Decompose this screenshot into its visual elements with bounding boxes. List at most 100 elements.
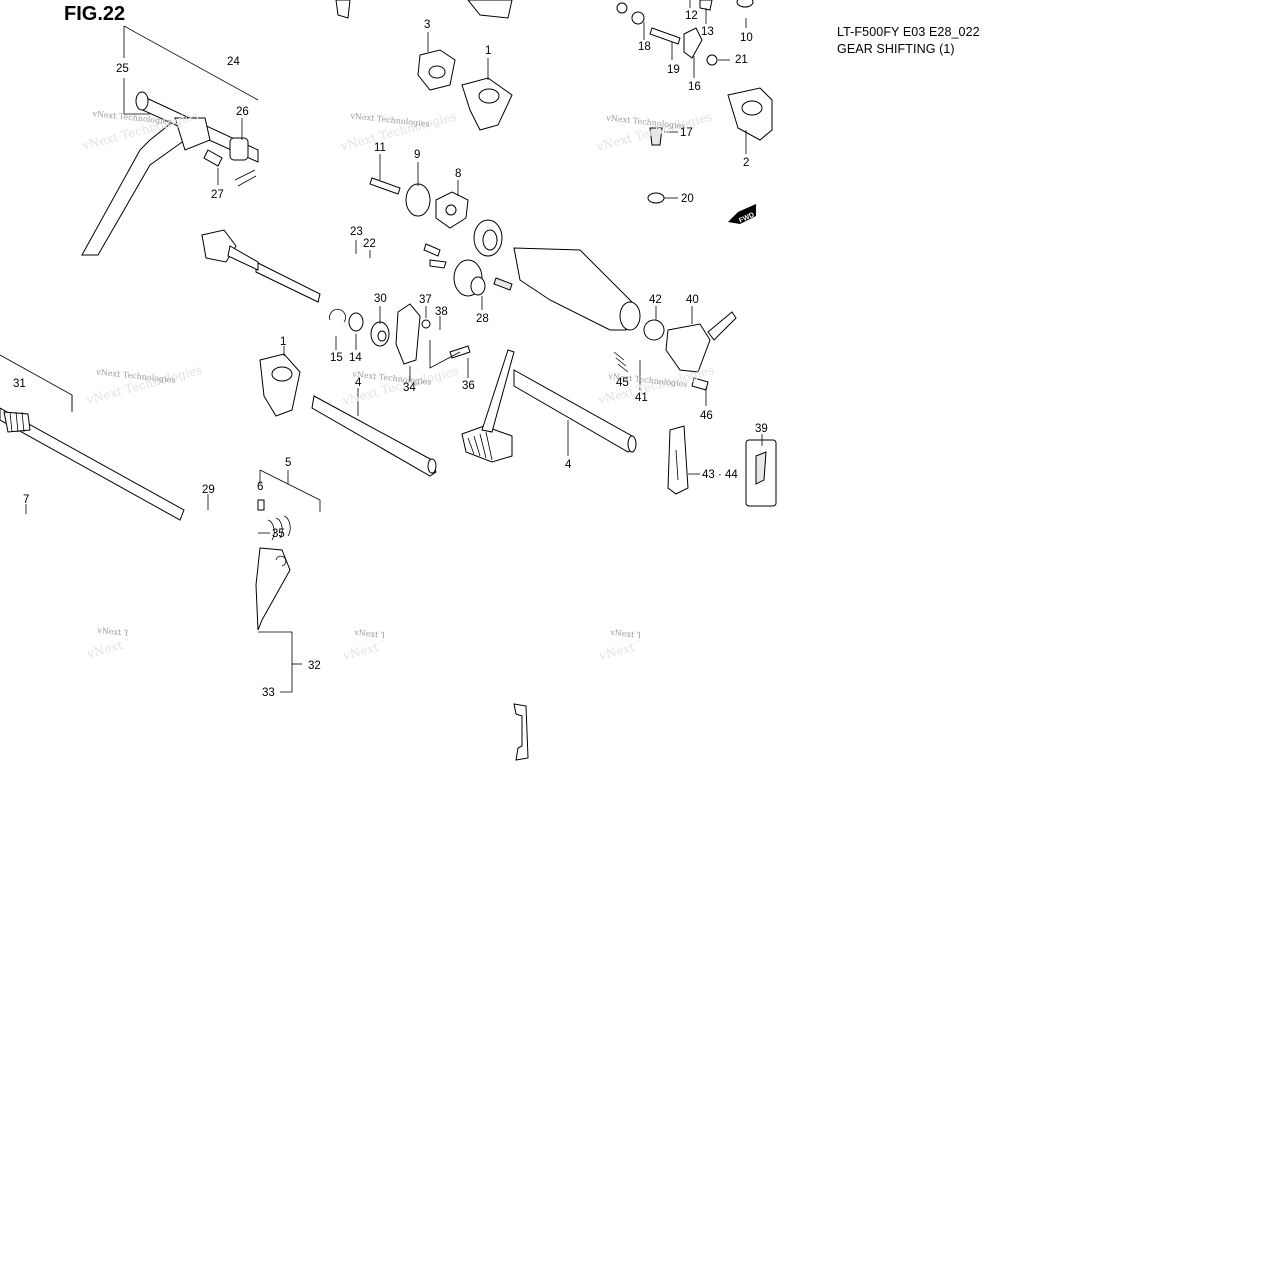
- section-name: GEAR SHIFTING (1): [837, 42, 955, 56]
- part-number-label: 34: [403, 382, 416, 394]
- arm-13: [699, 0, 713, 11]
- part-number-label: 6: [257, 481, 263, 493]
- bracket-slot: [675, 449, 679, 481]
- bolt-11: [369, 177, 401, 195]
- part-number-label: 43 · 44: [702, 469, 738, 481]
- part-number-label: 1: [485, 45, 491, 57]
- part-number-label: 39: [755, 423, 768, 435]
- partial-watermarks: vNext Technologies vNext Technologies vN…: [85, 616, 717, 663]
- arm-34: [395, 303, 421, 365]
- part-number-label: 40: [686, 294, 699, 306]
- watermarks: vNext Technologies vNext Technologies vN…: [80, 109, 716, 409]
- spring-coils-31: [9, 411, 25, 433]
- part-number-label: 15: [330, 352, 343, 364]
- fwd-arrow-shape: [728, 204, 756, 224]
- spring-45: [613, 351, 629, 373]
- shift-fork-1-lower: [259, 353, 301, 417]
- lever-arm-bracket: [174, 117, 211, 151]
- part-number-label: 3: [424, 19, 430, 31]
- cam-plate-9: [405, 183, 431, 217]
- fork-3-bore: [428, 65, 446, 79]
- bearing-inner: [482, 229, 498, 251]
- part-number-label: 4: [355, 377, 362, 389]
- gearshift-cam-drum: [513, 247, 637, 331]
- stopper-16: [683, 27, 703, 59]
- part-number-label: 1: [280, 336, 286, 348]
- pedal-arm: [481, 349, 515, 433]
- part-number-label: 2: [743, 157, 749, 169]
- fork-shaft-4-left: [311, 395, 437, 477]
- part-number-label: 26: [236, 106, 249, 118]
- part-number-callouts: 1 1 2 3 4 4 5 6 7 8 9 10 11 12 13 14 15 …: [13, 10, 768, 699]
- shift-shaft-left: [255, 261, 321, 303]
- part-number-label: 16: [688, 81, 701, 93]
- spring-5: [267, 515, 291, 541]
- leader-lines: [25, 0, 763, 693]
- bolt-27: [203, 149, 223, 167]
- part-number-label: 38: [435, 306, 448, 318]
- bearing-28-inner: [470, 276, 486, 296]
- watermark-bg: vNext Technologies: [341, 618, 461, 663]
- part-number-label: 14: [349, 352, 362, 364]
- part-number-label: 9: [414, 149, 420, 161]
- part-number-label: 8: [455, 168, 461, 180]
- o-ring-42: [643, 319, 665, 341]
- part-number-label: 41: [635, 392, 648, 404]
- fork-1-bore: [478, 88, 500, 104]
- fork-shaft-4-right-end: [627, 435, 637, 453]
- washer-14: [348, 312, 364, 332]
- collar-26: [229, 137, 249, 161]
- part-number-label: 4: [565, 459, 572, 471]
- bracket-43-44: [667, 425, 689, 495]
- fork-1-lower-bore: [271, 366, 293, 382]
- pin-6: [257, 499, 265, 511]
- part-number-label: 23: [350, 226, 363, 238]
- model-code: LT-F500FY E03 E28_022: [837, 25, 980, 39]
- small-bolt-b: [429, 259, 447, 269]
- part-number-label: 12: [685, 10, 698, 22]
- washer-12: [616, 2, 628, 14]
- part-number-label: 13: [701, 26, 714, 38]
- part-number-label: 31: [13, 378, 26, 390]
- part-number-label: 35: [272, 528, 285, 540]
- shift-shaft-end: [135, 91, 149, 111]
- part-number-label: 32: [308, 660, 321, 672]
- pin-clip: [234, 169, 257, 187]
- plate-8-hub: [445, 204, 457, 216]
- washer-37: [421, 319, 431, 329]
- part-number-label: 42: [649, 294, 662, 306]
- nut-21: [706, 54, 718, 66]
- plug-17: [649, 127, 663, 146]
- part-number-label: 22: [363, 238, 376, 250]
- washer-20: [647, 192, 665, 204]
- part-number-label: 5: [285, 457, 291, 469]
- part-number-label: 19: [667, 64, 680, 76]
- part-number-label: 17: [680, 127, 693, 139]
- lever-35-hole: [275, 555, 287, 567]
- fork-2-bore: [741, 100, 763, 116]
- top-partial-a: [335, 0, 351, 19]
- part-number-label: 37: [419, 294, 432, 306]
- part-number-label: 30: [374, 293, 387, 305]
- part-number-label: 21: [735, 54, 748, 66]
- watermark: vNext Technologies: [96, 626, 177, 643]
- watermark-bg: vNext Technologies: [85, 616, 205, 661]
- oil-seal-30-inner: [377, 330, 387, 342]
- part-number-label: 7: [23, 494, 29, 506]
- lever-35: [255, 547, 291, 631]
- shaft-stub: [227, 245, 259, 271]
- shift-arm-40: [707, 311, 737, 341]
- part-number-label: 25: [116, 63, 129, 75]
- part-number-label: 11: [374, 142, 386, 154]
- shift-fork-1-top: [461, 77, 513, 131]
- link-sketch: [0, 354, 73, 410]
- label-plate-39-mark: [755, 451, 767, 485]
- bearing-holder-40: [665, 323, 711, 373]
- part-number-label: 33: [262, 687, 275, 699]
- part-number-label: 45: [616, 377, 629, 389]
- watermark-bg: vNext Technologies: [597, 618, 717, 663]
- part-number-label: 20: [681, 193, 694, 205]
- part-number-label: 24: [227, 56, 240, 68]
